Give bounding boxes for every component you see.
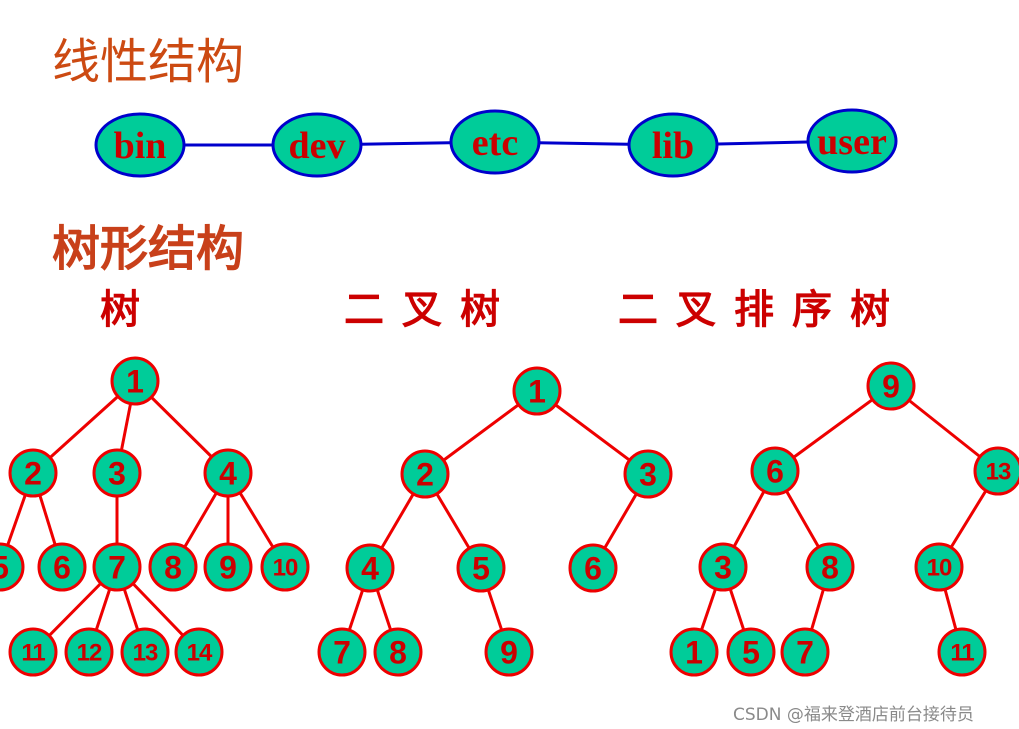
heading-tree-structure: 树形结构 — [52, 221, 245, 277]
tree-edges — [0, 379, 1000, 654]
tree-node-label: 9 — [882, 369, 900, 405]
chain-node-label: etc — [472, 122, 518, 164]
heading-linear-structure: 线性结构 — [52, 34, 245, 90]
tree-node-label: 13 — [133, 640, 158, 667]
binary-sort-tree-node-5: 5 — [726, 627, 776, 677]
binary-sort-tree-node-7: 7 — [780, 627, 830, 677]
tree-node-10: 10 — [260, 542, 310, 592]
tree-node-6: 6 — [37, 542, 87, 592]
binary-tree-node-6: 6 — [568, 543, 618, 593]
tree-node-label: 11 — [950, 640, 974, 667]
tree-node-label: 2 — [416, 457, 434, 493]
tree-node-label: 13 — [986, 459, 1011, 486]
tree-node-label: 4 — [219, 456, 237, 492]
tree-node-2: 2 — [8, 448, 58, 498]
chain-node-lib: lib — [627, 112, 719, 178]
chain-node-etc: etc — [449, 109, 541, 175]
tree-node-13: 13 — [120, 627, 170, 677]
tree-node-label: 3 — [639, 457, 657, 493]
chain-node-label: dev — [289, 125, 346, 167]
binary-sort-tree-node-6: 6 — [750, 446, 800, 496]
tree-node-label: 10 — [273, 555, 298, 582]
binary-sort-tree-node-3: 3 — [698, 542, 748, 592]
tree-node-label: 6 — [53, 550, 71, 586]
tree-node-label: 3 — [714, 550, 732, 586]
tree-node-label: 1 — [528, 374, 546, 410]
tree-node-label: 14 — [187, 640, 213, 667]
chain-node-dev: dev — [271, 112, 363, 178]
tree-node-label: 8 — [821, 550, 839, 586]
chain-node-bin: bin — [94, 112, 186, 178]
binary-sort-tree-node-9: 9 — [866, 361, 916, 411]
tree-node-14: 14 — [174, 627, 224, 677]
binary-sort-tree-node-13: 13 — [973, 446, 1019, 496]
tree-node-label: 4 — [361, 551, 379, 587]
binary-sort-tree-node-8: 8 — [805, 542, 855, 592]
tree-node-11: 11 — [8, 627, 58, 677]
tree-node-9: 9 — [203, 542, 253, 592]
tree-node-label: 7 — [108, 550, 126, 586]
tree-node-label: 5 — [742, 635, 760, 671]
tree-node-1: 1 — [110, 356, 160, 406]
tree-node-label: 7 — [333, 635, 351, 671]
chain-node-user: user — [806, 108, 898, 174]
tree-node-label: 1 — [685, 635, 703, 671]
binary-tree-node-1: 1 — [512, 366, 562, 416]
binary-tree-node-2: 2 — [400, 449, 450, 499]
binary-sort-tree-node-1: 1 — [669, 627, 719, 677]
subtitle-binary-tree: 二叉树 — [344, 287, 518, 333]
chain-node-label: lib — [652, 125, 694, 167]
chain-node-label: user — [817, 121, 887, 163]
tree-node-label: 5 — [472, 551, 490, 587]
tree-node-label: 8 — [164, 550, 182, 586]
linear-chain-nodes: bin dev etc lib user — [94, 108, 898, 178]
tree-node-label: 6 — [766, 454, 784, 490]
tree-node-8: 8 — [148, 542, 198, 592]
binary-tree-node-4: 4 — [345, 543, 395, 593]
tree-node-label: 1 — [126, 364, 144, 400]
tree-node-3: 3 — [92, 448, 142, 498]
tree-node-12: 12 — [64, 627, 114, 677]
binary-sort-tree-node-10: 10 — [914, 542, 964, 592]
tree-node-label: 9 — [500, 635, 518, 671]
binary-tree-node-9: 9 — [484, 627, 534, 677]
chain-node-label: bin — [114, 125, 167, 167]
binary-tree-node-7: 7 — [317, 627, 367, 677]
tree-node-label: 12 — [77, 640, 102, 667]
tree-node-label: 3 — [108, 456, 126, 492]
tree-node-label: 10 — [927, 555, 952, 582]
binary-sort-tree-node-11: 11 — [937, 627, 987, 677]
binary-tree-node-3: 3 — [623, 449, 673, 499]
tree-node-4: 4 — [203, 448, 253, 498]
tree-node-label: 8 — [389, 635, 407, 671]
tree-node-5: 5 — [0, 542, 25, 592]
tree-node-label: 11 — [21, 640, 45, 667]
tree-node-label: 7 — [796, 635, 814, 671]
subtitle-binary-sort-tree: 二叉排序树 — [618, 287, 908, 333]
tree-node-label: 6 — [584, 551, 602, 587]
tree-node-label: 5 — [0, 550, 9, 586]
watermark: CSDN @福来登酒店前台接待员 — [733, 705, 974, 725]
subtitle-tree: 树 — [100, 287, 158, 333]
tree-node-7: 7 — [92, 542, 142, 592]
tree-node-label: 2 — [24, 456, 42, 492]
binary-tree-node-8: 8 — [373, 627, 423, 677]
binary-tree-node-5: 5 — [456, 543, 506, 593]
tree-node-label: 9 — [219, 550, 237, 586]
